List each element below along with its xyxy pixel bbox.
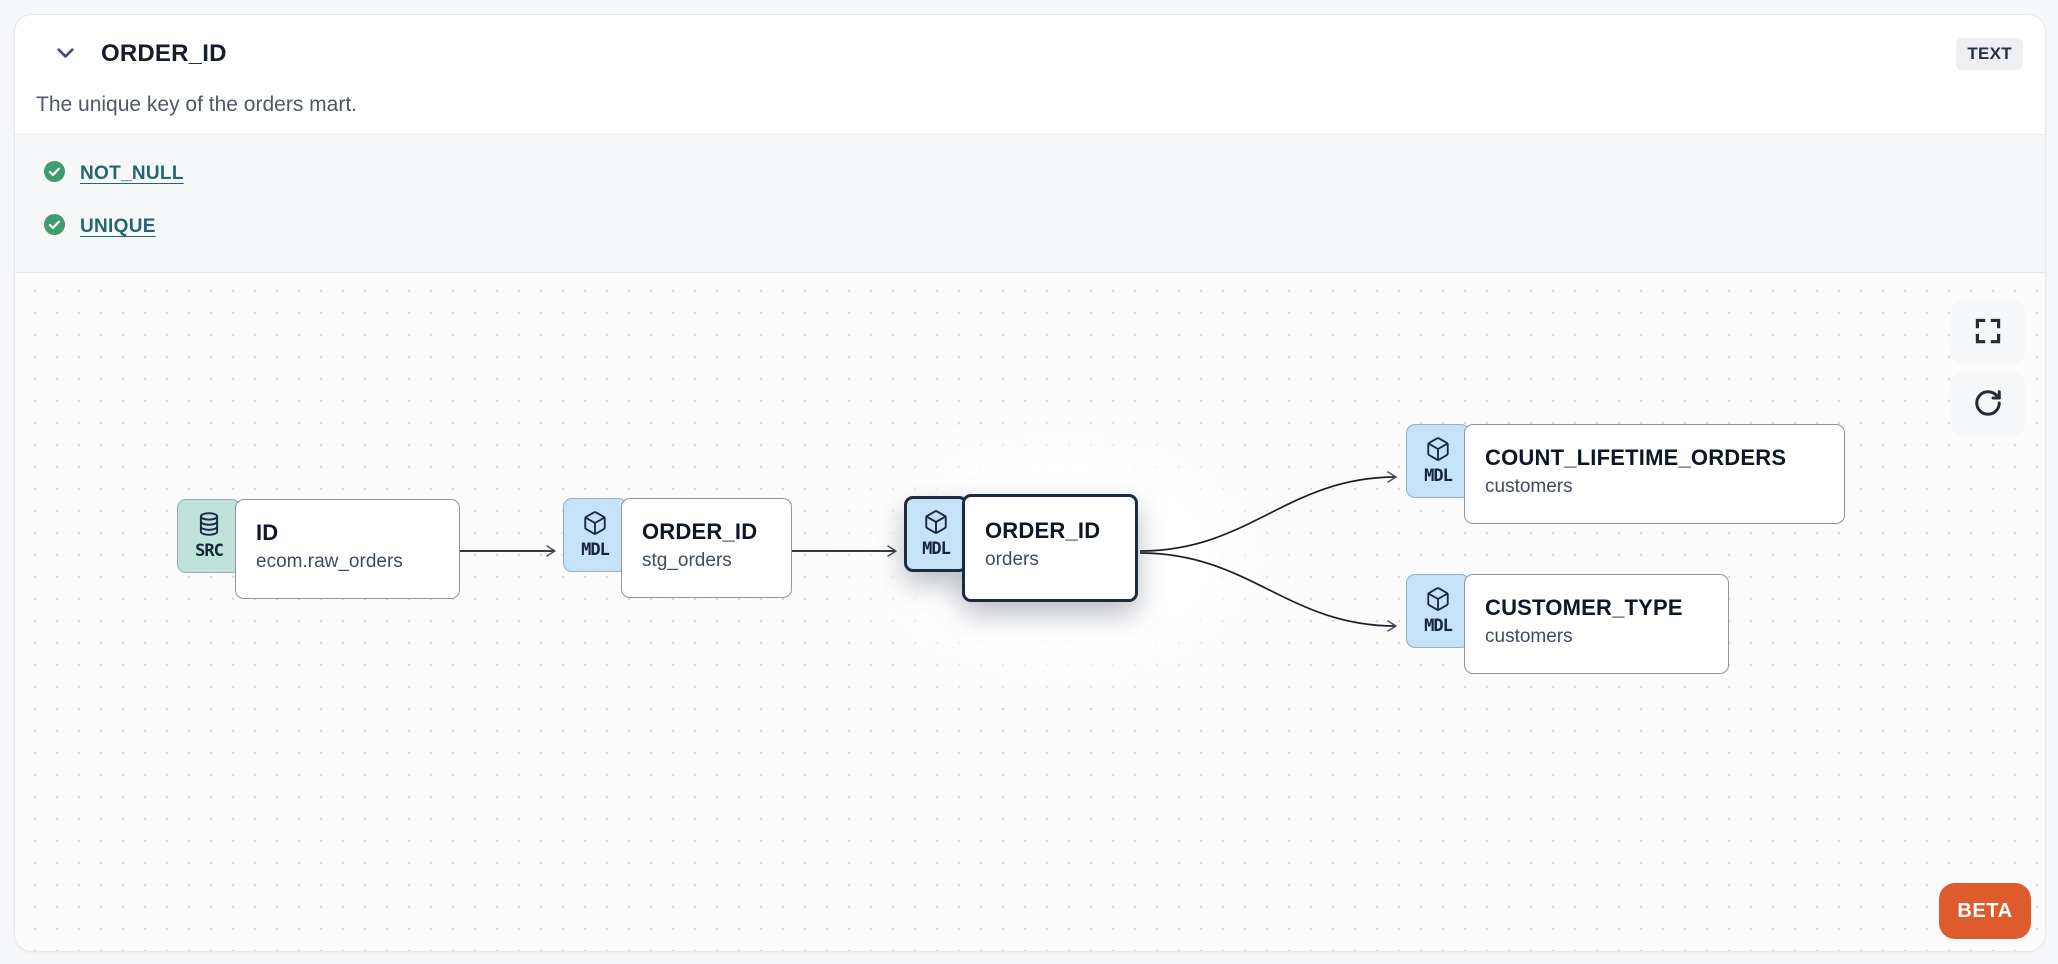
edge-orders-to-count-lifetime-orders [1139, 471, 1397, 552]
node-card: ID ecom.raw_orders [235, 499, 460, 599]
node-title: ORDER_ID [642, 519, 758, 544]
lineage-edges [454, 471, 1397, 632]
canvas-controls [1951, 299, 2025, 437]
package-icon [1425, 436, 1451, 467]
node-subtitle: ecom.raw_orders [256, 551, 403, 572]
beta-badge: BETA [1939, 883, 2031, 939]
refresh-layout-button[interactable] [1951, 371, 2025, 437]
package-icon [923, 509, 949, 540]
lineage-canvas[interactable]: SRC ID ecom.raw_orders MDL ORDER_ID stg_… [15, 273, 2045, 951]
lineage-node-count-lifetime-orders-customers[interactable]: MDL COUNT_LIFETIME_ORDERS customers [1406, 424, 1845, 524]
node-subtitle: orders [985, 549, 1039, 570]
lineage-node-order-id-orders-selected[interactable]: MDL ORDER_ID orders [904, 494, 1138, 602]
check-circle-icon [43, 213, 66, 241]
node-card: ORDER_ID orders [962, 494, 1138, 602]
lineage-node-id-ecom-raw-orders[interactable]: SRC ID ecom.raw_orders [177, 499, 460, 599]
model-badge: MDL [1406, 574, 1470, 648]
node-kind-label: SRC [195, 541, 224, 561]
node-kind-label: MDL [581, 540, 610, 560]
rotate-cw-icon [1973, 388, 2003, 421]
edge-orders-to-customer-type [1139, 552, 1397, 632]
check-circle-icon [43, 160, 66, 188]
source-badge: SRC [177, 499, 241, 573]
package-icon [1425, 586, 1451, 617]
node-subtitle: customers [1485, 476, 1573, 497]
column-description: The unique key of the orders mart. [36, 93, 357, 116]
model-badge: MDL [563, 498, 627, 572]
node-title: ID [256, 520, 279, 545]
package-icon [582, 510, 608, 541]
test-link-not-null[interactable]: NOT_NULL [80, 163, 184, 184]
node-title: CUSTOMER_TYPE [1485, 595, 1683, 620]
node-card: CUSTOMER_TYPE customers [1464, 574, 1729, 674]
lineage-node-order-id-stg-orders[interactable]: MDL ORDER_ID stg_orders [563, 498, 792, 598]
header: ORDER_ID TEXT The unique key of the orde… [15, 15, 2045, 134]
database-icon [196, 511, 222, 542]
node-card: ORDER_ID stg_orders [621, 498, 792, 598]
column-type-badge: TEXT [1956, 38, 2023, 70]
chevron-down-icon [52, 39, 79, 69]
fullscreen-button[interactable] [1951, 299, 2025, 365]
node-card: COUNT_LIFETIME_ORDERS customers [1464, 424, 1845, 524]
test-row: NOT_NULL [43, 160, 2045, 188]
node-title: COUNT_LIFETIME_ORDERS [1485, 445, 1787, 470]
column-details-card: ORDER_ID TEXT The unique key of the orde… [14, 14, 2046, 952]
tests-section: NOT_NULL UNIQUE [15, 134, 2045, 273]
node-subtitle: stg_orders [642, 550, 732, 571]
model-badge: MDL [1406, 424, 1470, 498]
node-kind-label: MDL [922, 539, 951, 559]
node-kind-label: MDL [1424, 616, 1453, 636]
collapse-button[interactable] [51, 40, 79, 68]
maximize-icon [1973, 316, 2003, 349]
model-badge: MDL [904, 496, 968, 572]
node-kind-label: MDL [1424, 466, 1453, 486]
node-subtitle: customers [1485, 626, 1573, 647]
node-title: ORDER_ID [985, 518, 1101, 543]
test-row: UNIQUE [43, 213, 2045, 241]
test-link-unique[interactable]: UNIQUE [80, 216, 156, 237]
column-title: ORDER_ID [101, 40, 227, 67]
lineage-node-customer-type-customers[interactable]: MDL CUSTOMER_TYPE customers [1406, 574, 1729, 674]
